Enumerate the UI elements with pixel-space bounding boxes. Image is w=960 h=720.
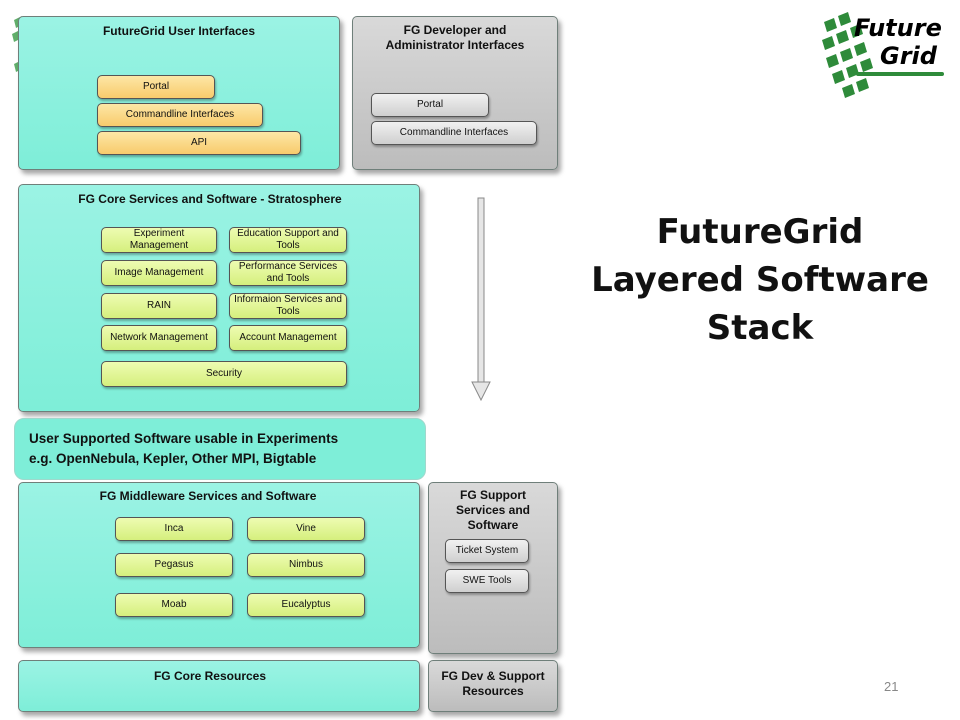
dev-support-resources-title-line2: Resources	[462, 684, 524, 698]
slide-title-line2: Layered Software	[591, 260, 929, 300]
pegasus: Pegasus	[115, 553, 233, 577]
dev-admin-title-line2: Administrator Interfaces	[385, 38, 525, 52]
page-number: 21	[884, 679, 899, 694]
account-management: Account Management	[229, 325, 347, 351]
down-arrow-icon	[471, 197, 491, 402]
swe-tools: SWE Tools	[445, 569, 529, 593]
dev-support-resources-panel: FG Dev & Support Resources	[428, 660, 558, 712]
ui-commandline-interfaces: Commandline Interfaces	[97, 103, 263, 127]
dev-portal: Portal	[371, 93, 489, 117]
dev-commandline-interfaces: Commandline Interfaces	[371, 121, 537, 145]
user-interfaces-panel: FutureGrid User Interfaces Portal Comman…	[18, 16, 340, 170]
support-title-line1: FG Support	[460, 488, 526, 502]
nimbus: Nimbus	[247, 553, 365, 577]
network-management: Network Management	[101, 325, 217, 351]
support-title-line3: Software	[467, 518, 519, 532]
logo-text-future: Future	[854, 14, 942, 42]
ticket-system: Ticket System	[445, 539, 529, 563]
information-services-tools: Informaion Services and Tools	[229, 293, 347, 319]
security: Security	[101, 361, 347, 387]
experiment-management: Experiment Management	[101, 227, 217, 253]
user-supported-line1: User Supported Software usable in Experi…	[29, 431, 339, 446]
inca: Inca	[115, 517, 233, 541]
rain: RAIN	[101, 293, 217, 319]
user-interfaces-title: FutureGrid User Interfaces	[102, 24, 256, 38]
futuregrid-logo: Future Grid	[818, 10, 948, 100]
moab: Moab	[115, 593, 233, 617]
dev-admin-interfaces-panel: FG Developer and Administrator Interface…	[352, 16, 558, 170]
slide-title: FutureGrid Layered Software Stack	[560, 208, 960, 352]
middleware-title: FG Middleware Services and Software	[99, 489, 317, 503]
core-services-title: FG Core Services and Software - Stratosp…	[78, 192, 342, 206]
logo-text-grid: Grid	[880, 42, 937, 70]
core-services-panel: FG Core Services and Software - Stratosp…	[18, 184, 420, 412]
dev-admin-title-line1: FG Developer and	[403, 23, 507, 37]
support-services-panel: FG Support Services and Software Ticket …	[428, 482, 558, 654]
core-resources-panel: FG Core Resources	[18, 660, 420, 712]
core-resources-title: FG Core Resources	[153, 669, 267, 683]
eucalyptus: Eucalyptus	[247, 593, 365, 617]
ui-portal: Portal	[97, 75, 215, 99]
dev-support-resources-title-line1: FG Dev & Support	[441, 669, 545, 683]
logo-underline	[856, 72, 944, 76]
education-support-tools: Education Support and Tools	[229, 227, 347, 253]
ui-api: API	[97, 131, 301, 155]
slide-title-line1: FutureGrid	[656, 212, 864, 252]
grid-mesh-icon	[822, 12, 873, 98]
support-title-line2: Services and	[455, 503, 531, 517]
performance-services-tools: Performance Services and Tools	[229, 260, 347, 286]
slide-title-line3: Stack	[706, 308, 814, 348]
user-supported-line2: e.g. OpenNebula, Kepler, Other MPI, Bigt…	[29, 451, 317, 466]
middleware-panel: FG Middleware Services and Software Inca…	[18, 482, 420, 648]
image-management: Image Management	[101, 260, 217, 286]
vine: Vine	[247, 517, 365, 541]
user-supported-software-banner: User Supported Software usable in Experi…	[14, 418, 426, 480]
